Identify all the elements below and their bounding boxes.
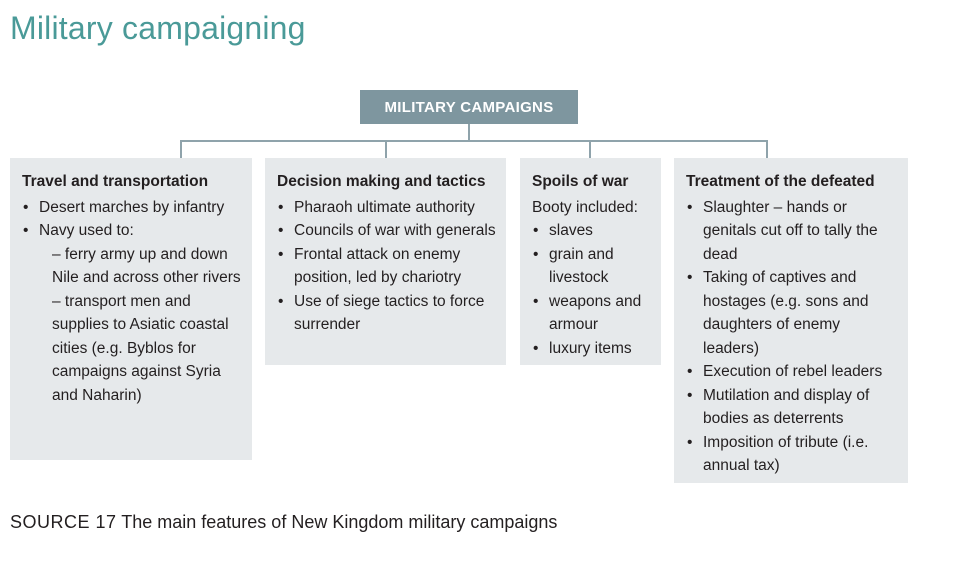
- list-item: Use of siege tactics to force surrender: [277, 290, 496, 337]
- connector-drop-3: [589, 140, 591, 158]
- connector-drop-4: [766, 140, 768, 158]
- list-item: weapons and armour: [532, 290, 651, 337]
- sub-item: – ferry army up and down Nile and across…: [52, 245, 241, 287]
- list-item: Taking of captives and hostages (e.g. so…: [686, 266, 898, 360]
- page-title: Military campaigning: [10, 10, 306, 46]
- card-spoils-of-war: Spoils of war Booty included: slaves gra…: [520, 158, 661, 365]
- root-node: MILITARY CAMPAIGNS: [360, 90, 578, 124]
- list-item: Frontal attack on enemy position, led by…: [277, 243, 496, 290]
- card-title: Travel and transportation: [22, 173, 209, 190]
- list-item: Mutilation and display of bodies as dete…: [686, 384, 898, 431]
- list-item: slaves: [532, 219, 651, 243]
- list-item: Pharaoh ultimate authority: [277, 196, 496, 220]
- connector-drop-1: [180, 140, 182, 158]
- intro-text: Booty included:: [532, 198, 638, 216]
- card-title: Spoils of war: [532, 173, 629, 190]
- sub-item: – transport men and supplies to Asiatic …: [52, 292, 229, 404]
- list-item: grain and livestock: [532, 243, 651, 290]
- card-title: Treatment of the defeated: [686, 173, 875, 190]
- list-item: Imposition of tribute (i.e. annual tax): [686, 431, 898, 478]
- list-item: Desert marches by infantry: [22, 196, 242, 220]
- connector-horizontal: [180, 140, 767, 142]
- connector-stem: [468, 124, 470, 141]
- list-item: Navy used to:: [22, 219, 242, 243]
- connector-drop-2: [385, 140, 387, 158]
- list-item: Councils of war with generals: [277, 219, 496, 243]
- card-decision-making: Decision making and tactics Pharaoh ulti…: [265, 158, 506, 365]
- card-title: Decision making and tactics: [277, 173, 486, 190]
- list-item: Execution of rebel leaders: [686, 360, 898, 384]
- figure-caption: SOURCE 17 The main features of New Kingd…: [10, 512, 557, 533]
- caption-text: The main features of New Kingdom militar…: [121, 512, 558, 532]
- card-travel-transportation: Travel and transportation Desert marches…: [10, 158, 252, 460]
- list-item: luxury items: [532, 337, 651, 361]
- list-item: Slaughter – hands or genitals cut off to…: [686, 196, 898, 267]
- source-label: SOURCE 17: [10, 512, 117, 532]
- card-treatment-of-defeated: Treatment of the defeated Slaughter – ha…: [674, 158, 908, 483]
